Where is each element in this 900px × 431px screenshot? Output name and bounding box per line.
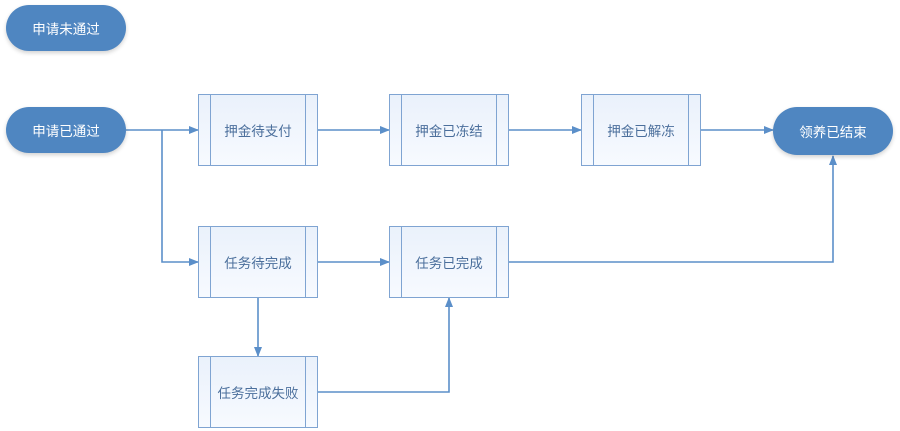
node-label: 申请未通过 (32, 22, 100, 38)
connector-failed-to-completed (318, 297, 453, 393)
node-task-completion-failed: 任务完成失败 (198, 356, 318, 428)
node-label: 任务已完成 (415, 256, 483, 272)
node-task-pending-completion: 任务待完成 (198, 226, 318, 298)
node-deposit-pending-payment: 押金待支付 (198, 94, 318, 166)
node-label: 申请已通过 (32, 124, 100, 140)
node-application-approved: 申请已通过 (6, 107, 126, 153)
connector-completed-to-ended (509, 155, 837, 263)
node-label: 任务待完成 (224, 256, 292, 272)
connector-approved-to-task-pending (161, 130, 199, 266)
node-label: 押金待支付 (224, 124, 292, 140)
node-label: 押金已冻结 (415, 124, 483, 140)
node-application-rejected: 申请未通过 (6, 5, 126, 51)
node-deposit-unfrozen: 押金已解冻 (581, 94, 701, 166)
node-adoption-ended: 领养已结束 (773, 107, 893, 155)
node-label: 领养已结束 (799, 125, 867, 141)
node-label: 任务完成失败 (217, 386, 299, 402)
node-task-completed: 任务已完成 (389, 226, 509, 298)
node-label: 押金已解冻 (607, 124, 675, 140)
node-deposit-frozen: 押金已冻结 (389, 94, 509, 166)
